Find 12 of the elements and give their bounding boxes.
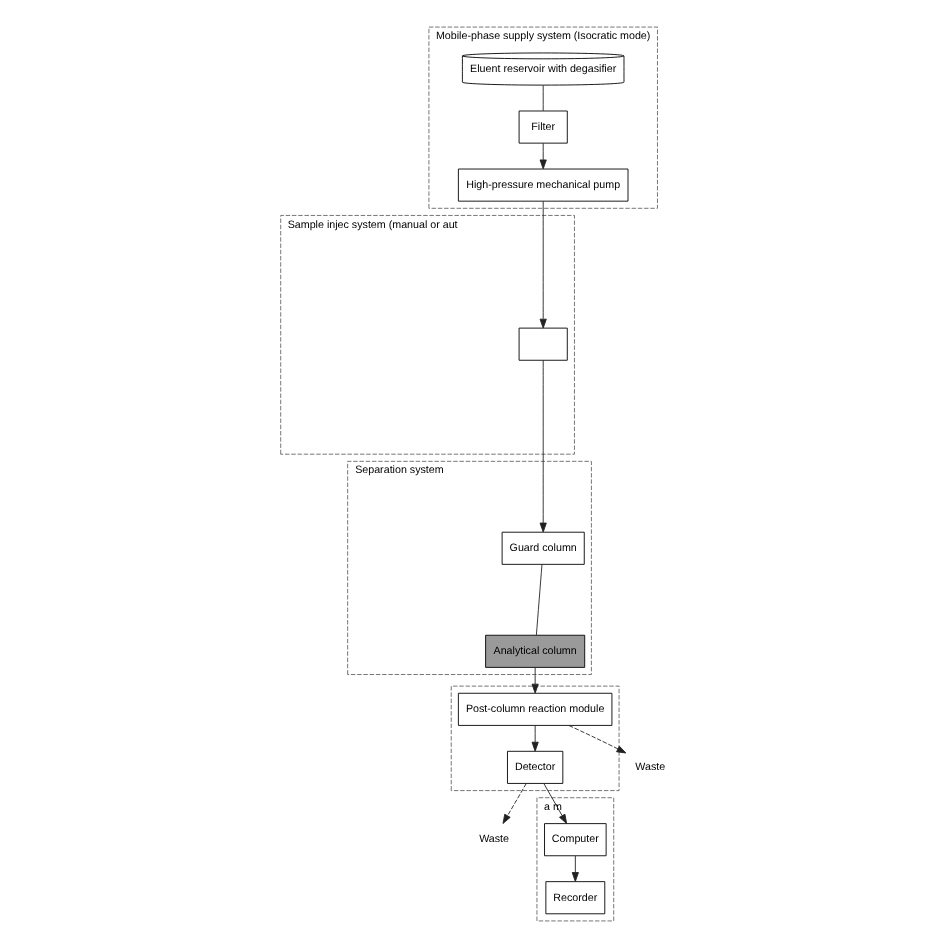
- arrow: [531, 667, 539, 694]
- arrow: [571, 855, 579, 882]
- arrow: [539, 359, 547, 533]
- arrow: [568, 725, 627, 754]
- arrow: [539, 200, 547, 329]
- arrow: [502, 783, 527, 824]
- arrow: [539, 142, 547, 170]
- node-box: [518, 327, 568, 361]
- connector: [535, 564, 543, 636]
- connector: [542, 84, 544, 112]
- arrow: [531, 725, 539, 752]
- arrow: [543, 783, 568, 824]
